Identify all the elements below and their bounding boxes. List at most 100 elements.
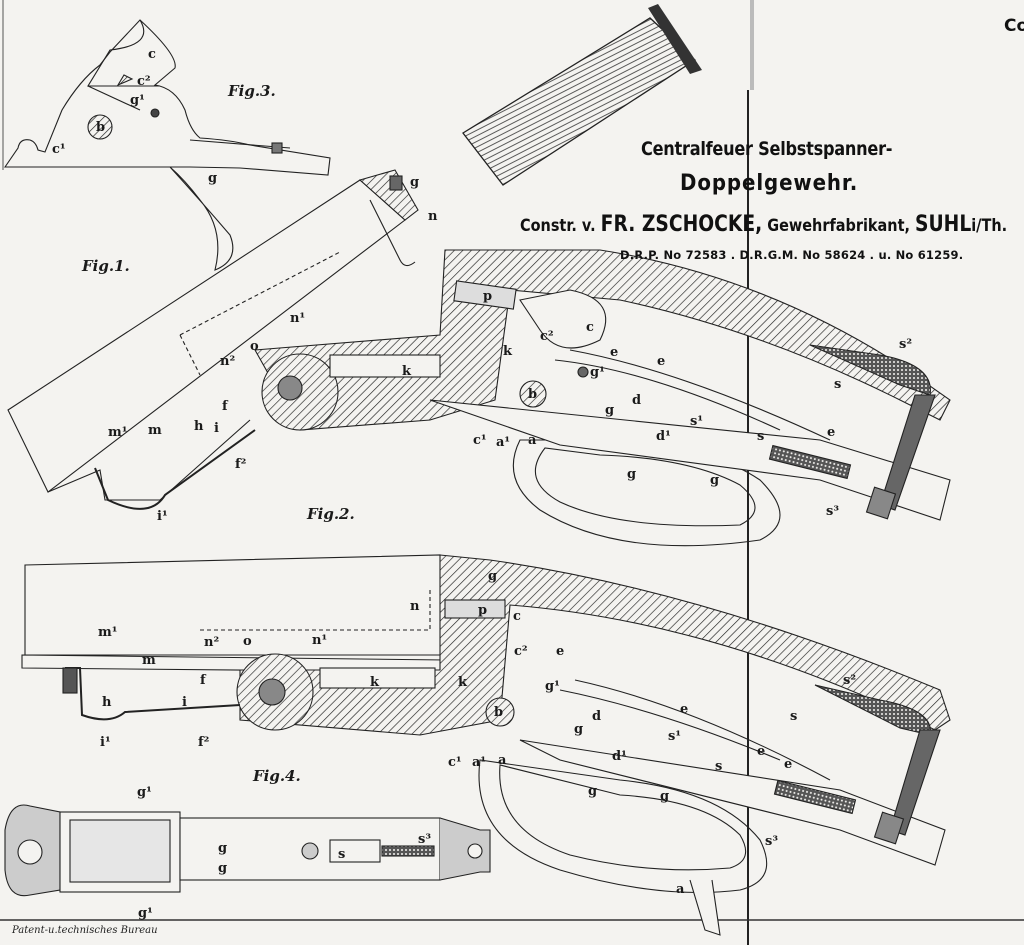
label-e: e: [610, 345, 618, 360]
label-e: e: [827, 425, 835, 440]
fig2-action-body: [47, 249, 951, 547]
label-c2: c²: [540, 329, 554, 344]
label-c: c: [148, 47, 156, 62]
label-s1: s¹: [690, 414, 703, 429]
fig4-closed-action: [21, 554, 951, 936]
label-a: a: [528, 433, 537, 448]
label-k: k: [370, 675, 380, 690]
fig4-label: Fig.4.: [253, 767, 301, 785]
label-h: h: [194, 419, 204, 434]
label-f: f: [200, 673, 207, 688]
label-a: a: [498, 753, 507, 768]
label-d1: d¹: [656, 429, 671, 444]
label-i1: i¹: [100, 735, 111, 750]
label-p: p: [478, 603, 487, 618]
title-city: SUHL: [915, 212, 972, 237]
part-labels: c c² g¹ b c¹ g g n n¹ n² o k k m¹ m h f …: [52, 47, 912, 921]
label-g1: g¹: [138, 906, 153, 921]
label-h: h: [102, 695, 112, 710]
label-n2: n²: [204, 635, 219, 650]
label-n2: n²: [220, 354, 235, 369]
label-n: n: [428, 209, 438, 224]
label-c2: c²: [137, 74, 151, 89]
label-f: f: [222, 399, 229, 414]
label-g1: g¹: [137, 785, 152, 800]
label-s: s: [715, 759, 722, 774]
label-g: g: [410, 175, 419, 190]
label-s3: s³: [418, 832, 431, 847]
label-d1: d¹: [612, 749, 627, 764]
label-e: e: [757, 744, 765, 759]
label-g: g: [710, 473, 719, 488]
fig2-label: Fig.2.: [307, 505, 355, 523]
label-s: s: [757, 429, 764, 444]
label-k: k: [503, 344, 513, 359]
label-g: g: [208, 171, 217, 186]
title-maker-trade: Gewehrfabrikant,: [767, 216, 910, 236]
label-s2: s²: [899, 337, 912, 352]
label-p: p: [483, 289, 492, 304]
fig3-trigger-mechanism: [3, 19, 331, 271]
title-line-1: Centralfeuer Selbstspanner-: [641, 138, 893, 160]
label-s3: s³: [765, 834, 778, 849]
label-d: d: [592, 709, 601, 724]
label-d: d: [632, 393, 641, 408]
fig1-label: Fig.1.: [82, 257, 130, 275]
label-a1: a¹: [472, 755, 486, 770]
label-m: m: [148, 423, 162, 438]
label-c1: c¹: [52, 142, 66, 157]
label-c2: c²: [514, 644, 528, 659]
title-line-2: Doppelgewehr.: [680, 171, 859, 196]
label-o: o: [243, 634, 252, 649]
label-g: g: [218, 861, 227, 876]
title-line-3: Constr. v. FR. ZSCHOCKE, Gewehrfabrikant…: [520, 212, 1007, 237]
title-maker-name: FR. ZSCHOCKE,: [600, 212, 763, 237]
label-b: b: [494, 705, 503, 720]
label-g1: g¹: [130, 93, 145, 108]
label-k: k: [458, 675, 468, 690]
label-b: b: [96, 120, 105, 135]
label-g: g: [574, 722, 583, 737]
label-s: s: [338, 847, 345, 862]
label-a1: a¹: [496, 435, 510, 450]
title-constr-prefix: Constr. v.: [520, 216, 596, 236]
label-o: o: [250, 339, 259, 354]
bottom-view-trigger-plate: [4, 804, 491, 897]
label-c1: c¹: [448, 755, 462, 770]
label-n1: n¹: [312, 633, 327, 648]
label-g: g: [218, 841, 227, 856]
label-c: c: [513, 609, 521, 624]
label-e: e: [784, 757, 792, 772]
label-n1: n¹: [290, 311, 305, 326]
label-g: g: [588, 784, 597, 799]
label-e: e: [556, 644, 564, 659]
label-g: g: [605, 403, 614, 418]
label-m1: m¹: [108, 425, 127, 440]
fig1-barrel-open: [7, 169, 419, 493]
label-f2: f²: [198, 735, 209, 750]
fig3-label: Fig.3.: [228, 82, 276, 100]
label-m1: m¹: [98, 625, 117, 640]
corner-text-fragment: Co: [1004, 16, 1024, 36]
label-e: e: [657, 354, 665, 369]
label-m: m: [142, 653, 156, 668]
patent-numbers: D.R.P. No 72583 . D.R.G.M. No 58624 . u.…: [620, 248, 964, 262]
label-a: a: [676, 882, 685, 897]
label-g: g: [488, 569, 497, 584]
label-s2: s²: [843, 673, 856, 688]
label-b: b: [528, 387, 537, 402]
cartridge-shell: [462, 4, 702, 186]
label-s: s: [834, 377, 841, 392]
label-k: k: [402, 364, 412, 379]
label-g1: g¹: [590, 365, 605, 380]
label-i1: i¹: [157, 509, 168, 524]
label-g: g: [660, 789, 669, 804]
label-g: g: [627, 467, 636, 482]
label-i: i: [182, 695, 187, 710]
label-i: i: [214, 421, 219, 436]
label-e: e: [680, 702, 688, 717]
title-city-suffix: i/Th.: [971, 216, 1008, 236]
footer-bureau: Patent-u.technisches Bureau: [12, 925, 158, 936]
label-s3: s³: [826, 504, 839, 519]
